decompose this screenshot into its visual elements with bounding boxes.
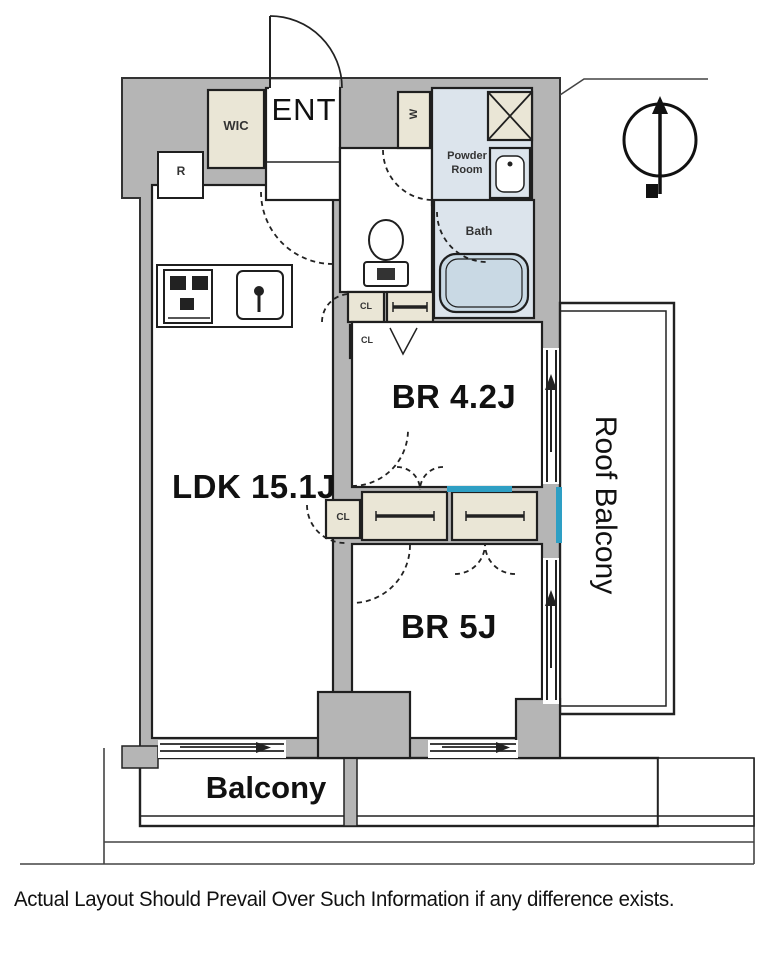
window-br1-east [543, 348, 559, 484]
bathtub-icon [438, 252, 530, 314]
kitchen-stove-icon [163, 269, 213, 324]
door-closet-n-left [396, 466, 421, 491]
entrance-door [266, 15, 343, 163]
label-closet-1: CL [360, 301, 372, 311]
pillar-1 [316, 690, 412, 760]
door-ldk [260, 191, 334, 265]
closet-hall [324, 498, 362, 540]
roof-balcony-area [558, 301, 676, 716]
window-br2-south [428, 740, 518, 758]
door-powder [382, 149, 434, 201]
pillar-2 [514, 697, 562, 760]
label-closet-hall: CL [336, 512, 350, 523]
label-balcony: Balcony [205, 770, 327, 805]
kitchen-sink-icon [236, 270, 284, 320]
label-roof-balcony: Roof Balcony [589, 415, 622, 595]
window-ldk-south [158, 740, 286, 758]
door-bath [436, 211, 488, 263]
door-closet-n-right [419, 466, 444, 491]
bifold-door-icon [389, 327, 418, 356]
label-refrigerator: R [176, 164, 186, 178]
fixtures [156, 151, 409, 328]
label-bath: Bath [465, 224, 493, 238]
refrigerator-box [157, 151, 204, 199]
washbasin-icon [495, 155, 525, 193]
label-powder-room: Powder Room [447, 150, 487, 176]
label-wic: WIC [223, 118, 249, 133]
room-wic [206, 88, 266, 170]
context-lines [20, 78, 755, 865]
label-closet-2: CL [361, 335, 373, 345]
washer-space [396, 90, 432, 150]
door-br2 [351, 544, 411, 604]
disclaimer-text: Actual Layout Should Prevail Over Such I… [14, 888, 675, 911]
label-ldk: LDK 15.1J [171, 468, 337, 505]
window-br2-east [543, 558, 559, 704]
room-br1 [350, 320, 544, 489]
north-compass-icon [622, 96, 698, 198]
toilet-icon [363, 219, 409, 287]
label-br1: BR 4.2J [391, 378, 517, 415]
closet-pole-icons [375, 302, 525, 521]
window-accent-1 [447, 486, 512, 492]
window-accent-2 [556, 487, 562, 543]
label-washer: W [408, 108, 420, 120]
door-br1 [351, 429, 409, 487]
windows [158, 348, 562, 758]
room-entrance [264, 86, 342, 202]
balcony-area [121, 745, 755, 828]
door-hall [306, 504, 346, 544]
rooms [150, 86, 562, 760]
door-arcs [260, 149, 516, 604]
label-entrance: ENT [271, 92, 337, 127]
closet-upper-1 [346, 290, 386, 324]
door-toilet [321, 293, 351, 323]
label-br2: BR 5J [400, 608, 498, 645]
